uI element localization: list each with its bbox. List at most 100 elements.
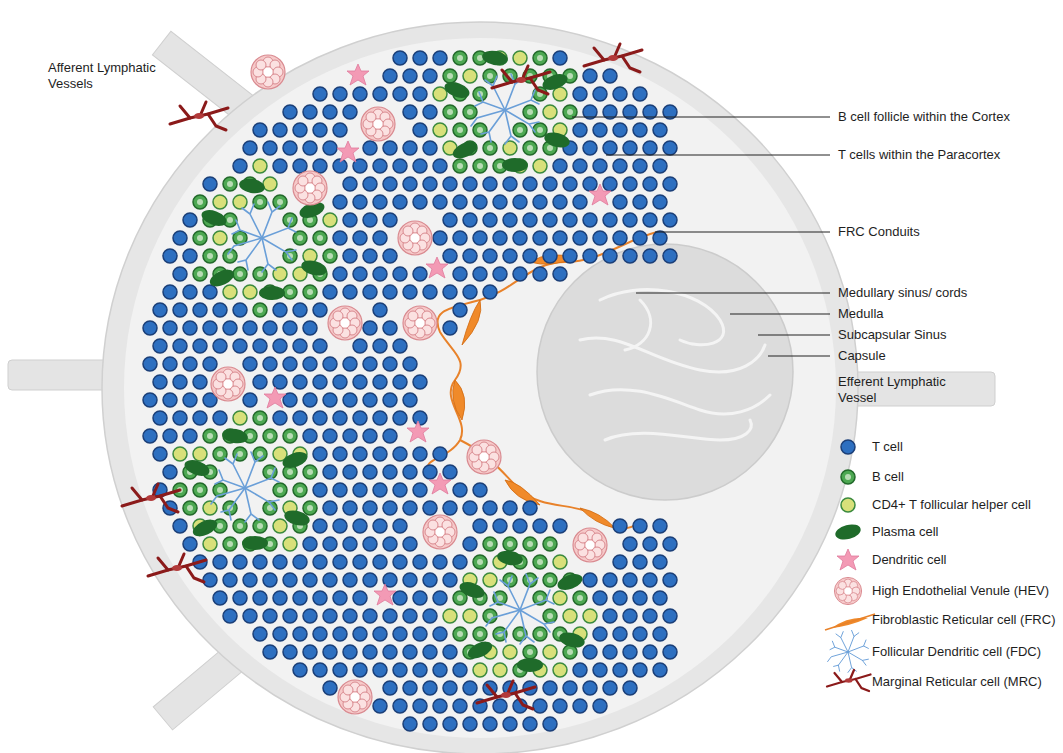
t-cell (443, 681, 457, 695)
t-cell (253, 627, 267, 641)
b-cell-core (547, 613, 553, 619)
t-cell (403, 141, 417, 155)
t-cell (353, 447, 367, 461)
t-cell (183, 393, 197, 407)
legend-samples (825, 440, 875, 691)
b-cell (463, 105, 477, 119)
t-cell (513, 267, 527, 281)
t-cell (243, 609, 257, 623)
t-cell (373, 447, 387, 461)
t-cell (593, 87, 607, 101)
t-cell (643, 573, 657, 587)
t-cell (353, 267, 367, 281)
t-cell (173, 231, 187, 245)
t-cell (253, 375, 267, 389)
plasma-cell (502, 158, 528, 172)
t-cell (343, 645, 357, 659)
t-cell (623, 573, 637, 587)
t-cell (303, 537, 317, 551)
t-cell (283, 105, 297, 119)
t-cell (353, 411, 367, 425)
plasma-cell (558, 630, 587, 650)
mrc-cell (148, 554, 206, 582)
plasma-cell (481, 49, 509, 67)
fdc-cell (486, 574, 554, 644)
t-cell (283, 573, 297, 587)
b-cell (293, 231, 307, 245)
b-cell (523, 537, 537, 551)
t-cell (343, 177, 357, 191)
label-text: FRC Conduits (838, 224, 920, 240)
t-cell (373, 627, 387, 641)
b-cell-core (287, 289, 293, 295)
t-cell (633, 555, 647, 569)
b-cell-core (247, 433, 253, 439)
b-cell-core (547, 145, 553, 151)
t-cell (393, 519, 407, 533)
t-cell (323, 501, 337, 515)
t-cell (393, 591, 407, 605)
b-cell (323, 249, 337, 263)
t-cell (263, 573, 277, 587)
t-cell (463, 501, 477, 515)
t-cell (183, 357, 197, 371)
tfh-cell (463, 609, 477, 623)
b-cell (533, 123, 547, 137)
t-cell (183, 537, 197, 551)
t-cell (303, 573, 317, 587)
b-cell-core (497, 163, 503, 169)
t-cell (373, 375, 387, 389)
b-cell-core (487, 145, 493, 151)
t-cell (393, 51, 407, 65)
t-cell (383, 465, 397, 479)
t-cell (403, 393, 417, 407)
t-cell (363, 357, 377, 371)
t-cell (423, 501, 437, 515)
t-cell (293, 555, 307, 569)
t-cell (603, 141, 617, 155)
tfh-cell (433, 123, 447, 137)
plasma-cell (190, 516, 219, 540)
tfh-cell (553, 663, 567, 677)
tfh-cell (233, 195, 247, 209)
b-cell (283, 429, 297, 443)
t-cell (183, 213, 197, 227)
t-cell (373, 159, 387, 173)
t-cell (653, 195, 667, 209)
t-cell (593, 591, 607, 605)
t-cell (613, 555, 627, 569)
t-cell (423, 645, 437, 659)
b-cell-core (197, 271, 203, 277)
t-cell (203, 285, 217, 299)
t-cell (313, 411, 327, 425)
b-cell-core (527, 145, 533, 151)
t-cell (333, 411, 347, 425)
t-cell (663, 573, 677, 587)
b-cell-core (327, 253, 333, 259)
t-cell (363, 141, 377, 155)
t-cell (443, 465, 457, 479)
t-cell (423, 609, 437, 623)
b-cell-core (487, 73, 493, 79)
b-cell (303, 465, 317, 479)
t-cell (403, 537, 417, 551)
label-text: Plasma cell (872, 524, 938, 540)
b-cell (573, 591, 587, 605)
t-cell (463, 177, 477, 191)
t-cell (593, 159, 607, 173)
t-cell (393, 447, 407, 461)
t-cell (383, 357, 397, 371)
tfh-cell (473, 663, 487, 677)
t-cell (603, 249, 617, 263)
t-cell (623, 141, 637, 155)
t-cell (153, 411, 167, 425)
t-cell (293, 339, 307, 353)
label-text: Efferent Lymphatic Vessel (838, 374, 946, 406)
b-cell-core (447, 73, 453, 79)
b-cell-core (547, 577, 553, 583)
t-cell (423, 285, 437, 299)
t-cell (163, 285, 177, 299)
t-cell (433, 51, 447, 65)
fdc-cell (211, 452, 279, 522)
t-cell (173, 375, 187, 389)
